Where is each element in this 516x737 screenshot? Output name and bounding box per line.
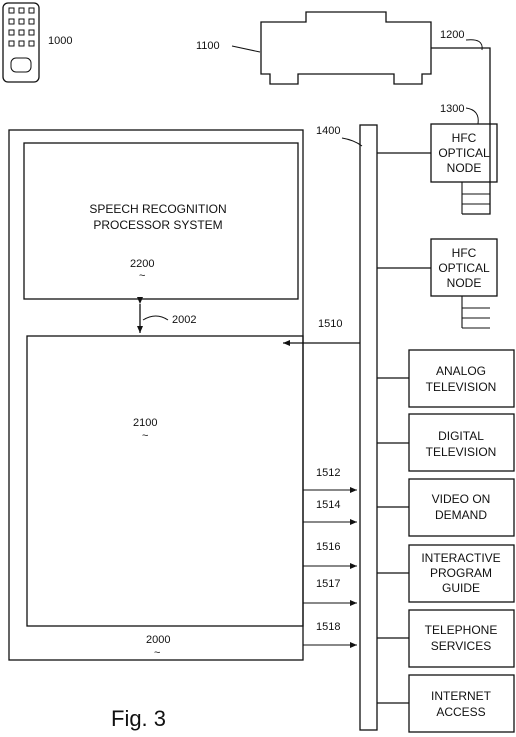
service-analog-line1: ANALOG bbox=[436, 364, 486, 378]
leader-2002 bbox=[142, 315, 169, 321]
label-1300: 1300 bbox=[440, 103, 464, 115]
label-1518: 1518 bbox=[316, 621, 340, 633]
label-1512: 1512 bbox=[316, 467, 340, 479]
label-1516: 1516 bbox=[316, 541, 340, 553]
remote-control-icon bbox=[2, 2, 40, 83]
network-bus bbox=[359, 124, 378, 731]
service-telephone-services bbox=[408, 609, 515, 668]
node1-fanout bbox=[461, 182, 490, 215]
service-digital-television bbox=[408, 413, 515, 472]
service-analog-television bbox=[408, 349, 515, 408]
node2-line3: NODE bbox=[447, 276, 482, 290]
hfc-node-1 bbox=[430, 123, 498, 183]
node1-line3: NODE bbox=[447, 161, 482, 175]
hfc-node-2 bbox=[430, 238, 498, 297]
service-analog-line2: TELEVISION bbox=[426, 380, 497, 394]
service-guide-line1: INTERACTIVE bbox=[421, 551, 500, 565]
speech-recognition-box bbox=[23, 142, 299, 300]
label-1400: 1400 bbox=[316, 125, 340, 137]
service-internet-line2: ACCESS bbox=[436, 705, 485, 719]
node2-line1: HFC bbox=[452, 246, 477, 260]
processor-box bbox=[26, 335, 304, 627]
leader-1200 bbox=[465, 39, 483, 51]
label-1200: 1200 bbox=[440, 29, 464, 41]
service-telephone-line2: SERVICES bbox=[431, 639, 491, 653]
label-2002: 2002 bbox=[172, 314, 196, 326]
set-top-box-outline bbox=[260, 11, 432, 85]
service-telephone-line1: TELEPHONE bbox=[425, 623, 498, 637]
tilde-2200: ~ bbox=[139, 270, 145, 282]
speech-box-line1: SPEECH RECOGNITION bbox=[89, 202, 226, 216]
service-internet-line1: INTERNET bbox=[431, 689, 492, 703]
service-vod-line2: DEMAND bbox=[435, 508, 487, 522]
label-1514: 1514 bbox=[316, 499, 340, 511]
label-1510: 1510 bbox=[318, 318, 342, 330]
leader-1300 bbox=[465, 107, 479, 125]
label-1517: 1517 bbox=[316, 578, 340, 590]
tilde-2100: ~ bbox=[142, 430, 148, 442]
figure-caption: Fig. 3 bbox=[111, 706, 166, 731]
leader-1100 bbox=[231, 45, 261, 53]
label-1100: 1100 bbox=[196, 40, 220, 52]
node1-line2: OPTICAL bbox=[438, 146, 490, 160]
label-2000: 2000 bbox=[146, 634, 170, 646]
service-digital-line2: TELEVISION bbox=[426, 445, 497, 459]
service-guide-line3: GUIDE bbox=[442, 581, 480, 595]
service-internet-access bbox=[408, 674, 515, 733]
node2-fanout bbox=[461, 296, 490, 329]
label-2100: 2100 bbox=[133, 417, 157, 429]
node1-line1: HFC bbox=[452, 131, 477, 145]
label-1000: 1000 bbox=[48, 35, 72, 47]
tilde-2000: ~ bbox=[154, 647, 160, 659]
speech-box-line2: PROCESSOR SYSTEM bbox=[93, 218, 222, 232]
service-digital-line1: DIGITAL bbox=[438, 429, 484, 443]
service-vod-line1: VIDEO ON bbox=[432, 492, 491, 506]
leader-1400 bbox=[341, 137, 363, 147]
node2-line2: OPTICAL bbox=[438, 261, 490, 275]
label-2200: 2200 bbox=[130, 258, 154, 270]
service-guide-line2: PROGRAM bbox=[430, 566, 492, 580]
service-video-on-demand bbox=[408, 478, 515, 537]
service-interactive-program-guide bbox=[408, 544, 515, 603]
